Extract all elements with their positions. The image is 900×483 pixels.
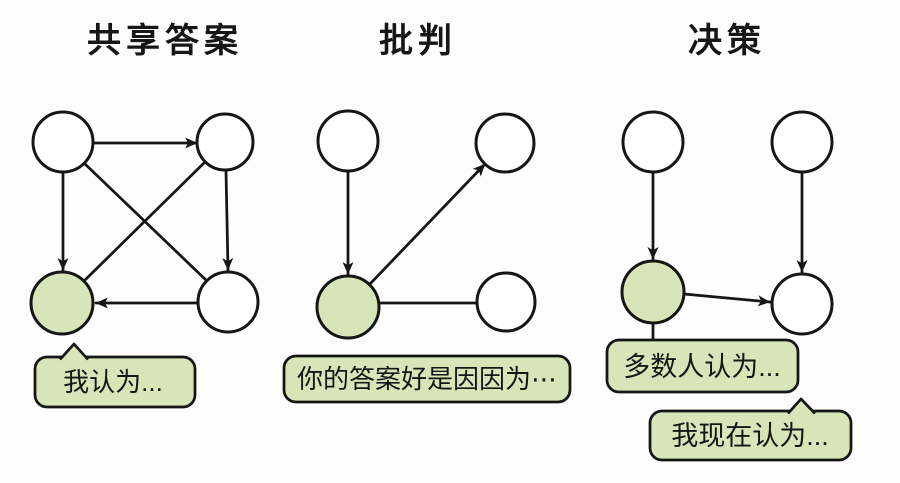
speech-bubble: 我认为... xyxy=(33,342,197,409)
speech-bubble-tail xyxy=(58,342,90,361)
speech-bubble-body xyxy=(282,354,572,404)
panel-title: 共享答案 xyxy=(87,22,243,60)
speech-bubble-text: 多数人认为... xyxy=(623,352,781,382)
agent-node-top-right xyxy=(770,110,834,174)
panel-title: 决策 xyxy=(688,22,766,60)
speech-bubble-body xyxy=(33,355,197,409)
agent-node-top-right xyxy=(195,112,255,172)
edge-bottomleft-to-bottomright-arrow xyxy=(682,292,772,307)
agent-node-speaker xyxy=(315,274,381,340)
edge-topright-to-bottomleft-line xyxy=(82,161,206,283)
agent-node-bottom-right xyxy=(475,271,537,333)
edge-topleft-to-bottomright-line xyxy=(83,162,209,283)
agent-node-top-left xyxy=(31,110,95,174)
panel-share-answers: 共享答案 我认为... xyxy=(29,22,260,409)
agent-node-top-left xyxy=(621,110,685,174)
agent-node-top-left xyxy=(316,109,380,173)
speech-bubble: 多数人认为... xyxy=(605,338,800,394)
speech-bubble: 你的答案好是因因为⋯ xyxy=(282,354,572,404)
panel-critique: 批判 你的答案好是因因为⋯ xyxy=(282,22,572,404)
panel-title: 批判 xyxy=(379,22,457,60)
edge-topright-to-bottomright-arrow xyxy=(222,169,234,272)
edge-bottomleft-to-topright-arrow xyxy=(367,162,487,287)
agent-node-bottom-right xyxy=(196,270,260,334)
speech-bubble-text: 我认为... xyxy=(63,367,163,397)
speech-bubble: 我现在认为... xyxy=(648,397,853,462)
speech-bubble-body xyxy=(605,338,800,394)
speech-bubble-tail xyxy=(786,397,816,415)
agent-node-bottom-right xyxy=(770,272,834,336)
agent-node-speaker xyxy=(29,270,95,336)
agent-node-speaker xyxy=(620,259,686,325)
speech-bubble-text: 我现在认为... xyxy=(671,421,829,451)
agent-node-top-right xyxy=(474,112,536,174)
speech-bubble-text: 你的答案好是因因为⋯ xyxy=(297,364,557,394)
panel-decision: 决策 多数人认为... 我现在认为... xyxy=(605,22,853,462)
speech-bubble-body xyxy=(648,409,853,462)
